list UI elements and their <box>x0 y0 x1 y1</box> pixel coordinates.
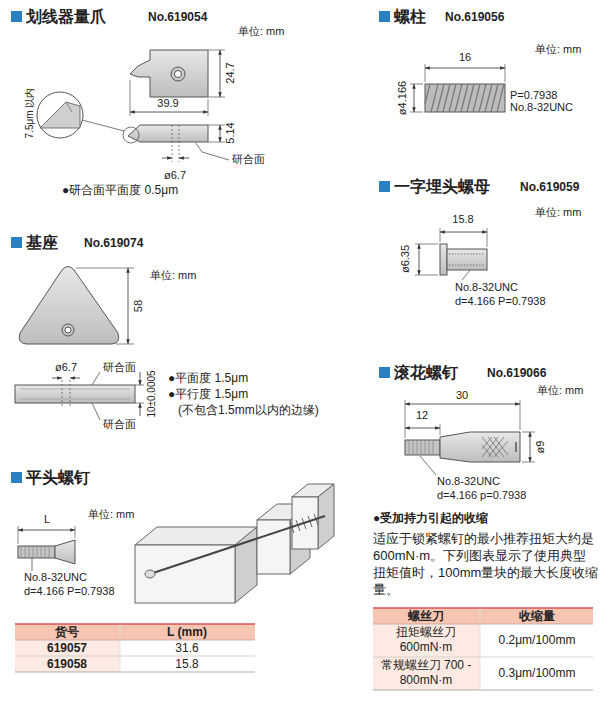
section-heading: 基座 <box>26 233 58 252</box>
model-number: No.619074 <box>84 236 143 250</box>
table-cell: 31.6 <box>175 641 198 655</box>
flat-head-screw-drawing <box>18 526 75 571</box>
unit-note: 单位: mm <box>150 269 196 282</box>
unit-note: 单位: mm <box>535 43 581 56</box>
thread-note: No.8-32UNC <box>24 571 87 584</box>
dimension: 15.8 <box>452 213 473 226</box>
dimension: ø4.166 <box>396 81 409 115</box>
heading-square <box>11 11 390 483</box>
paragraph: 适应于锁紧螺钉的最小推荐扭矩大约是600mN·m。下列图表显示了使用典型扭矩值时… <box>373 530 599 598</box>
unit-note: 单位: mm <box>537 384 583 397</box>
scriber-jaw-drawing <box>37 50 229 162</box>
table-cell: 619057 <box>47 641 87 655</box>
base-drawing <box>15 267 144 421</box>
thread-note: d=4.166 P=0.7938 <box>24 585 115 598</box>
tolerance-note: 7.5μm 以内 <box>24 88 36 139</box>
spec-note: ●研合面平面度 0.5μm <box>62 183 178 197</box>
unit-note: 单位: mm <box>88 508 134 521</box>
section-heading: 划线器量爪 <box>26 7 106 26</box>
dimension: ø6.7 <box>55 361 77 374</box>
section-heading: 螺柱 <box>394 7 426 26</box>
thread-note: d=4.166 P=0.7938 <box>455 295 546 308</box>
model-number: No.619059 <box>520 180 579 194</box>
thread-note: No.8-32UNC <box>455 281 518 294</box>
dimension: ø6.35 <box>399 245 412 273</box>
table-cell: 15.8 <box>175 657 198 671</box>
model-number: No.619056 <box>445 10 504 24</box>
table-header: 螺丝刀 <box>408 609 444 623</box>
model-number: No.619054 <box>148 10 207 24</box>
table-right <box>373 608 593 690</box>
thread-note: d=4.166 p=0.7938 <box>437 489 526 502</box>
section-heading: 滚花螺钉 <box>394 363 458 382</box>
thread-note: No.8-32UNC <box>510 101 573 114</box>
dimension: 5.14 <box>224 122 237 143</box>
dimension: 24.7 <box>224 62 237 83</box>
unit-note: 单位: mm <box>535 206 581 219</box>
spec-note: ●平行度 1.5μm <box>168 387 248 401</box>
section-heading: 平头螺钉 <box>26 468 90 487</box>
dimension: 10±0.0005 <box>146 370 158 417</box>
surface-label: 研合面 <box>103 418 136 431</box>
dimension: 16 <box>459 51 471 64</box>
table-cell: 0.3μm/100mm <box>499 666 576 680</box>
spec-note: (不包含1.5mm以内的边缘) <box>178 403 319 417</box>
stud-drawing <box>410 64 505 112</box>
surface-label: 研合面 <box>103 361 136 374</box>
spec-note: ●平面度 1.5μm <box>168 371 248 385</box>
dimension: 30 <box>456 389 468 402</box>
thread-note: No.8-32UNC <box>437 475 500 488</box>
model-number: No.619066 <box>487 366 546 380</box>
table-left <box>15 624 255 672</box>
knurled-screw-drawing <box>405 400 535 475</box>
table-header: 收缩量 <box>519 609 555 623</box>
section-heading: 一字埋头螺母 <box>394 177 490 196</box>
dimension: ø6.7 <box>164 169 186 182</box>
table-header: 货号 <box>55 625 79 639</box>
dimension: ø9 <box>534 441 547 454</box>
dimension: 12 <box>416 409 428 422</box>
nut-drawing <box>415 228 487 280</box>
table-header: L (mm) <box>167 625 207 639</box>
table-cell: 0.2μm/100mm <box>499 633 576 647</box>
unit-note: 单位: mm <box>238 25 284 38</box>
note-heading: ●受加持力引起的收缩 <box>373 511 488 525</box>
table-cell: 619058 <box>47 657 87 671</box>
assembly-drawing <box>135 484 334 603</box>
dimension: L <box>44 513 50 526</box>
table-cell: 常规螺丝刀 700 - 800mN·m <box>376 658 476 688</box>
thread-note: P=0.7938 <box>510 89 557 102</box>
dimension: 58 <box>132 300 145 312</box>
surface-label: 研合面 <box>232 153 265 166</box>
dimension: 39.9 <box>157 97 178 110</box>
table-cell: 扭矩螺丝刀 600mN·m <box>376 625 476 655</box>
